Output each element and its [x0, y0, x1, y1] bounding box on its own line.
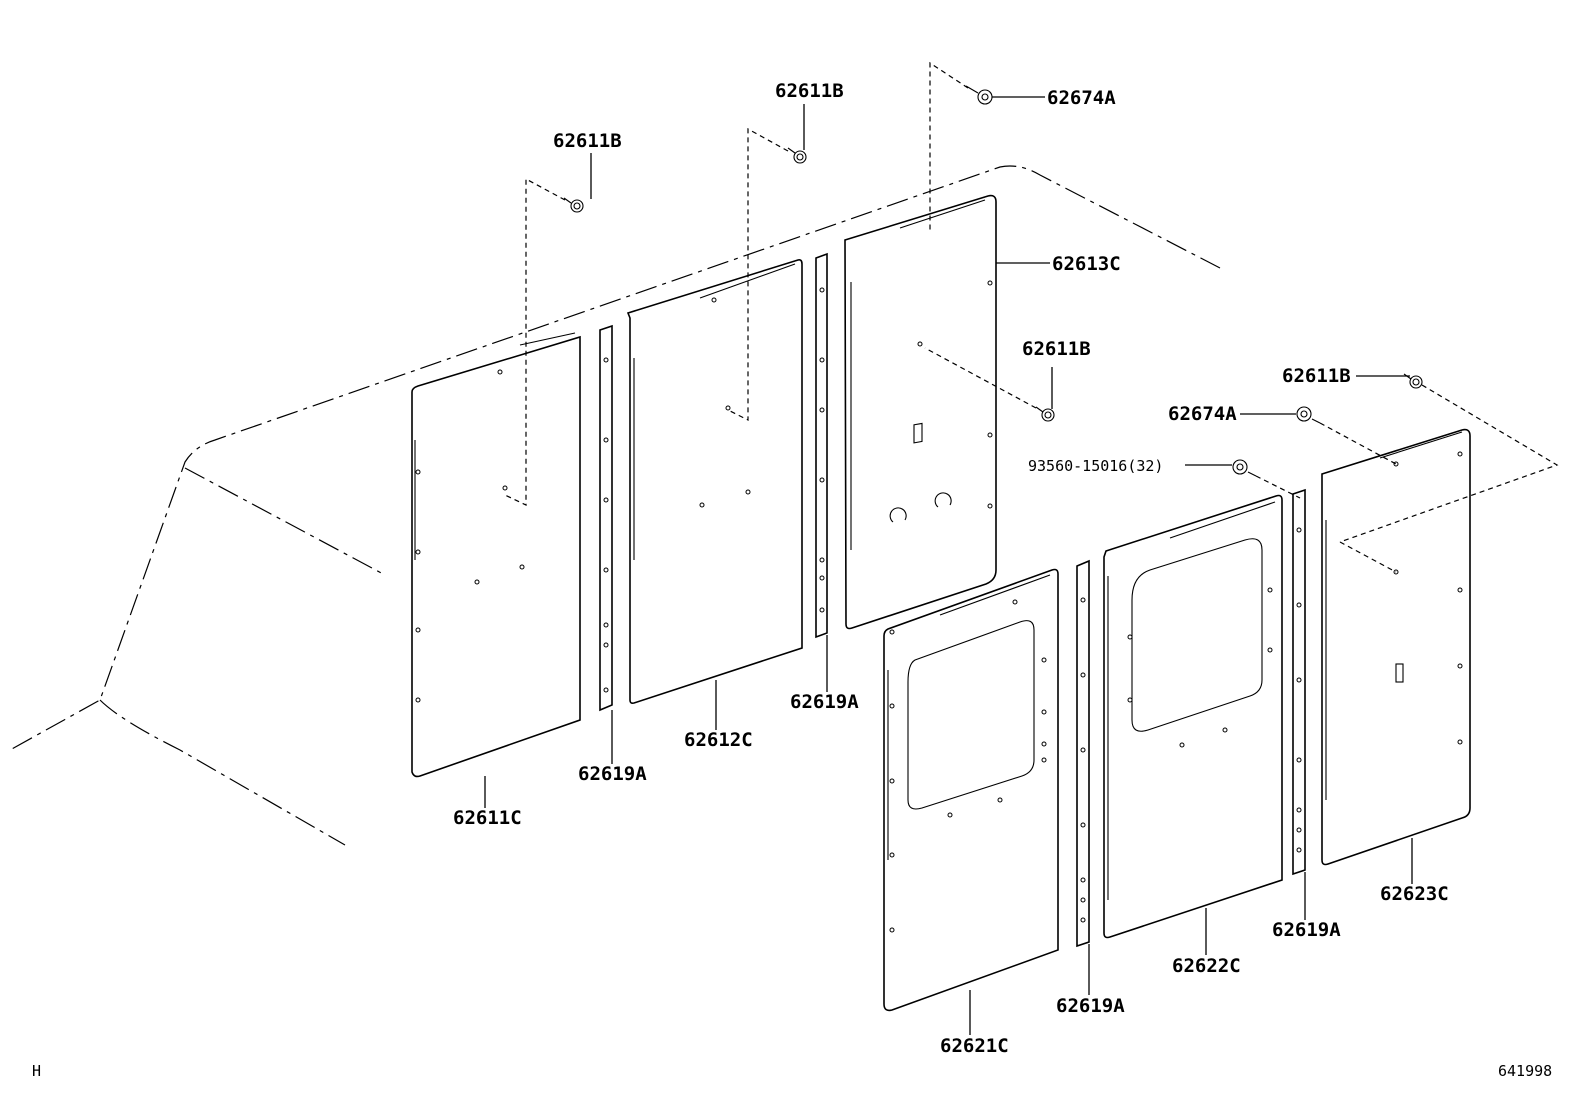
fasteners [563, 85, 1423, 477]
label-62611b-3: 62611B [1022, 338, 1091, 360]
label-62619a-1: 62619A [578, 763, 647, 785]
label-62622c: 62622C [1172, 955, 1241, 977]
label-62613c: 62613C [1052, 253, 1121, 275]
bolt-62674a-1 [965, 85, 993, 105]
vehicle-body-outline [9, 165, 1221, 846]
label-62619a-3: 62619A [1056, 995, 1125, 1017]
strip-62619a-4 [1292, 488, 1306, 876]
panel-62613c [844, 194, 997, 630]
label-62612c: 62612C [684, 729, 753, 751]
strip-62619a-2 [815, 252, 828, 639]
label-62611b-4: 62611B [1282, 365, 1351, 387]
label-62619a-2: 62619A [790, 691, 859, 713]
clip-62611b-1 [563, 197, 584, 213]
panel-62611c [411, 332, 581, 778]
part-labels: 62611B 62611B 62674A 62613C 62611B 62611… [453, 80, 1449, 1057]
assembly-lines [504, 61, 1559, 573]
label-62611c: 62611C [453, 807, 522, 829]
label-62623c: 62623C [1380, 883, 1449, 905]
bolt-62674a-2 [1296, 406, 1321, 424]
panel-62622c [1103, 494, 1283, 939]
panel-62621c [883, 568, 1059, 1012]
footer-right-code: 641998 [1498, 1062, 1552, 1080]
leader-lines [484, 96, 1413, 1035]
label-62674a-2: 62674A [1168, 403, 1237, 425]
panel-62612c [626, 259, 803, 704]
strip-62619a-3 [1076, 559, 1090, 948]
label-62674a-1: 62674A [1047, 87, 1116, 109]
label-93560: 93560-15016(32) [1028, 457, 1163, 475]
bolt-93560 [1232, 459, 1257, 477]
label-62611b-2: 62611B [775, 80, 844, 102]
clip-62611b-3 [1035, 406, 1055, 422]
label-62611b-1: 62611B [553, 130, 622, 152]
footer-left-code: H [32, 1062, 41, 1080]
label-62619a-4: 62619A [1272, 919, 1341, 941]
strip-62619a-1 [599, 324, 613, 712]
label-62621c: 62621C [940, 1035, 1009, 1057]
panel-62623c [1321, 428, 1471, 866]
clip-62611b-2 [787, 147, 807, 164]
